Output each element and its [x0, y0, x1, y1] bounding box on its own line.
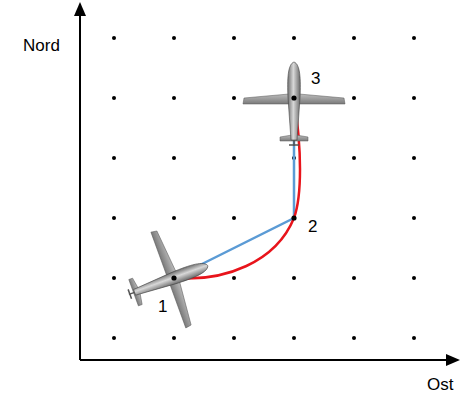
axis-label: Ost — [427, 376, 453, 393]
grid-dot — [412, 96, 416, 100]
waypoint-dots — [171, 95, 296, 280]
grid-dot — [292, 336, 296, 340]
grid-dot — [352, 156, 356, 160]
grid-dot — [412, 36, 416, 40]
planned-path — [174, 98, 294, 278]
grid-dot — [112, 156, 116, 160]
grid-dot — [232, 216, 236, 220]
grid-dot — [172, 96, 176, 100]
waypoint-number: 1 — [158, 298, 167, 315]
grid-dot — [292, 96, 296, 100]
axis-label: Nord — [23, 37, 60, 54]
grid-dot — [172, 36, 176, 40]
grid-dot — [292, 36, 296, 40]
grid-dot — [292, 276, 296, 280]
grid-dot — [412, 216, 416, 220]
grid-dot — [232, 156, 236, 160]
axes — [80, 14, 448, 360]
axis-arrowhead — [446, 354, 460, 366]
grid-dot — [112, 96, 116, 100]
grid-dot — [112, 36, 116, 40]
grid-dot — [112, 276, 116, 280]
grid-dot — [352, 336, 356, 340]
grid-dot — [352, 276, 356, 280]
grid-dot — [232, 96, 236, 100]
waypoint-number: 2 — [308, 218, 317, 235]
grid-dot — [412, 336, 416, 340]
grid-dot — [292, 216, 296, 220]
grid-dot — [412, 276, 416, 280]
grid-dot — [352, 216, 356, 220]
drone-icon — [111, 218, 225, 343]
flown-path — [174, 98, 300, 279]
grid-dot — [232, 36, 236, 40]
grid-dot — [412, 156, 416, 160]
grid-dot — [172, 276, 176, 280]
grid-dot — [112, 216, 116, 220]
grid-dot — [172, 336, 176, 340]
grid-dot — [172, 156, 176, 160]
grid-dot — [232, 336, 236, 340]
axis-arrowhead — [74, 2, 86, 16]
grid-dot — [352, 36, 356, 40]
grid-dot — [352, 96, 356, 100]
drone-icon — [243, 62, 345, 146]
grid-dot — [172, 216, 176, 220]
dot-grid — [112, 36, 416, 340]
waypoint-number: 3 — [311, 70, 320, 87]
grid-dot — [112, 336, 116, 340]
grid-dot — [232, 276, 236, 280]
